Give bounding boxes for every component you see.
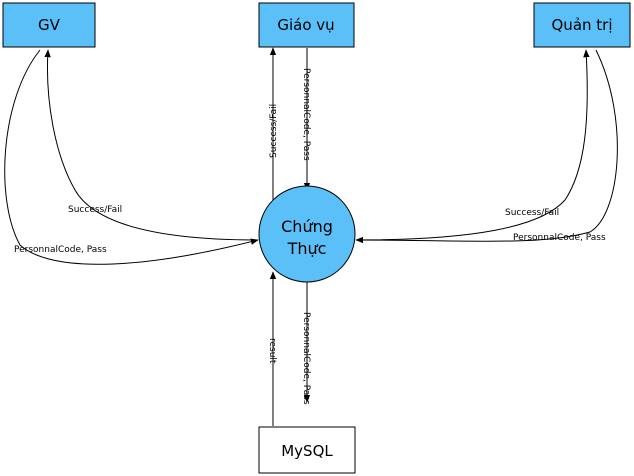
node-quan-tri xyxy=(533,2,631,48)
label-quantri-result: Success/Fail xyxy=(505,208,559,218)
node-giao-vu xyxy=(258,2,355,48)
label-mysql-query: PersonnalCode, Pass xyxy=(301,312,311,405)
label-quantri-request: PersonnalCode, Pass xyxy=(513,233,606,243)
edge-quantri-request xyxy=(355,49,618,244)
process-chung-thuc xyxy=(258,185,356,283)
label-gv-result: Success/Fail xyxy=(68,205,122,215)
edge-gv-request xyxy=(4,49,259,265)
edge-quantri-result xyxy=(355,49,590,241)
label-mysql-result: result xyxy=(267,338,277,364)
process-label-line2: Thực xyxy=(287,239,327,258)
label-gv-request: PersonnalCode, Pass xyxy=(14,245,107,255)
node-gv xyxy=(2,2,96,48)
node-giao-vu-label: Giáo vụ xyxy=(277,16,334,34)
node-quan-tri-label: Quản trị xyxy=(552,16,613,34)
label-giaovu-request: PersonnalCode, Pass xyxy=(301,68,311,161)
edge-gv-result xyxy=(44,49,259,241)
label-giaovu-result: Success/Fail xyxy=(269,104,279,158)
datastore-mysql-label: MySQL xyxy=(281,442,333,460)
node-gv-label: GV xyxy=(38,16,61,34)
datastore-mysql xyxy=(258,426,356,474)
process-label-line1: Chứng xyxy=(281,217,333,236)
